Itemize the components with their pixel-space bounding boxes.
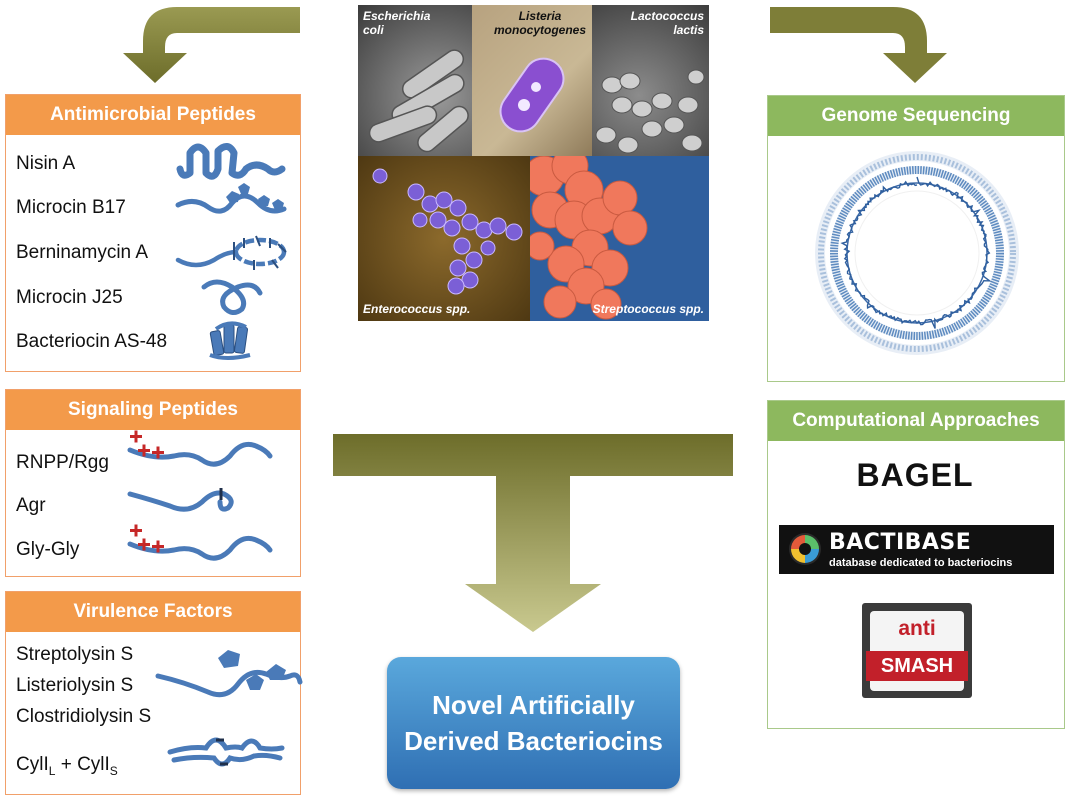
peptide-label-nisin-a: Nisin A: [16, 153, 76, 174]
microcin-j25-structure-icon: [201, 279, 263, 315]
novel-bacteriocins-line2: Derived Bacteriocins: [404, 726, 663, 756]
peptide-label-gly-gly: Gly-Gly: [16, 539, 80, 560]
antimicrobial-peptides-panel: Antimicrobial Peptides Nisin A Microcin …: [5, 94, 301, 372]
agr-structure-icon: [127, 488, 234, 512]
micrograph-listeria: Listeria monocytogenes: [472, 5, 592, 156]
peptide-label-microcin-j25: Microcin J25: [16, 287, 123, 308]
listeria-label: Listeria monocytogenes: [493, 9, 586, 37]
bactibase-logo: BACTIBASE database dedicated to bacterio…: [779, 525, 1054, 574]
micrograph-lactococcus: Lactococcus lactis: [592, 5, 709, 156]
curved-arrow-left: [123, 7, 300, 83]
micrograph-ecoli: Escherichia coli: [358, 5, 472, 156]
antimicrobial-peptides-title: Antimicrobial Peptides: [6, 95, 300, 135]
berninamycin-a-structure-icon: [175, 235, 287, 270]
signaling-peptides-panel: Signaling Peptides RNPP/Rgg Agr Gly-Gly: [5, 389, 301, 577]
bacteriocin-as48-structure-icon: [209, 321, 251, 360]
bactibase-emblem-icon: [789, 533, 821, 565]
peptide-label-rnpp-rgg: RNPP/Rgg: [16, 452, 109, 473]
streptococcus-label: Streptococcus spp.: [592, 302, 704, 316]
micrograph-streptococcus: Streptococcus spp.: [530, 156, 709, 321]
microcin-b17-structure-icon: [175, 183, 287, 214]
computational-approaches-title: Computational Approaches: [768, 401, 1064, 441]
signaling-peptides-title: Signaling Peptides: [6, 390, 300, 430]
curved-arrow-right: [770, 7, 947, 83]
peptide-label-berninamycin-a: Berninamycin A: [16, 242, 149, 263]
bactibase-subtitle: database dedicated to bacteriocins: [829, 557, 1013, 569]
cyll-cyls-structure-icon: [167, 737, 285, 767]
bagel-logo: BAGEL: [856, 457, 974, 493]
peptide-label-bacteriocin-as48: Bacteriocin AS-48: [16, 331, 168, 352]
novel-bacteriocins-line1: Novel Artificially: [432, 690, 635, 720]
virulence-factors-panel: Virulence Factors Streptolysin S Listeri…: [5, 591, 303, 795]
antismash-smash-text: SMASH: [866, 651, 968, 681]
genome-sequencing-title: Genome Sequencing: [768, 96, 1064, 136]
ecoli-label: Escherichia coli: [363, 9, 431, 37]
antismash-logo: anti SMASH: [862, 603, 972, 698]
micrograph-enterococcus: Enterococcus spp.: [358, 156, 530, 321]
peptide-label-agr: Agr: [16, 495, 46, 516]
genome-skew-trace: [840, 176, 992, 329]
virulence-label-streptolysin-s: Streptolysin S: [16, 644, 134, 665]
rnpp-rgg-structure-icon: [127, 430, 273, 467]
virulence-factors-title: Virulence Factors: [6, 592, 300, 632]
bactibase-title: BACTIBASE: [829, 530, 972, 555]
nisin-a-structure-icon: [176, 143, 286, 180]
antismash-anti-text: anti: [898, 617, 936, 640]
circular-genome-map: [815, 151, 1019, 355]
gly-gly-structure-icon: [127, 524, 273, 561]
lactococcus-label: Lactococcus lactis: [630, 9, 704, 37]
virulence-label-clostridiolysin-s: Clostridiolysin S: [16, 706, 152, 727]
genome-sequencing-panel: Genome Sequencing: [767, 95, 1065, 382]
streptolysin-structure-icon: [155, 650, 303, 698]
virulence-label-listeriolysin-s: Listeriolysin S: [16, 675, 134, 696]
peptide-label-microcin-b17: Microcin B17: [16, 197, 126, 218]
central-t-arrow: [333, 434, 733, 632]
enterococcus-label: Enterococcus spp.: [363, 302, 471, 316]
novel-bacteriocins-box: Novel Artificially Derived Bacteriocins: [387, 657, 680, 789]
virulence-label-cyll-cyls: CylIL + CylIS: [16, 754, 118, 778]
